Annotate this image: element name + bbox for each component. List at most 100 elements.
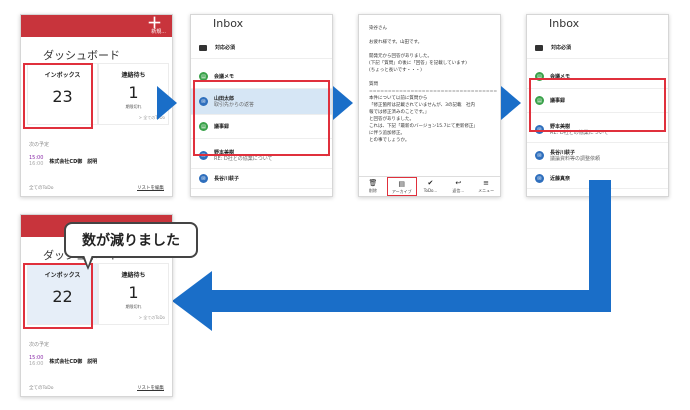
item-title: 会議メモ	[214, 73, 235, 80]
mail-toolbar: 🗑削除 ▤アーカイブ ✔ToDo... ↩返信... ≡メニュー	[359, 176, 500, 196]
item-title: 野本美樹	[550, 123, 571, 130]
folder-icon	[199, 44, 207, 51]
edit-list-link[interactable]: リストを編集	[137, 186, 164, 191]
mail-icon: ✉	[535, 174, 544, 183]
folder-label: 対応必須	[551, 44, 572, 51]
reply-button[interactable]: ↩返信...	[444, 177, 472, 196]
pending-card-label: 連絡待ち	[121, 272, 146, 279]
next-schedule-label: 次の予定	[29, 142, 50, 148]
callout-bubble: 数が減りました	[64, 222, 198, 258]
mail-icon: ✉	[535, 151, 544, 160]
edit-list-link[interactable]: リストを編集	[137, 386, 164, 391]
mail-icon: ✉	[199, 97, 208, 106]
note-icon: ▤	[199, 122, 208, 131]
step-arrow-1	[157, 86, 177, 120]
inbox-count: 22	[52, 287, 73, 306]
pending-card[interactable]: 連絡待ち 1 期限切れ > 全てのToDo	[98, 263, 169, 325]
todo-label: ToDo...	[423, 188, 438, 193]
inbox-title: Inbox	[213, 17, 244, 30]
item-title: 長谷川萩子	[550, 149, 576, 156]
event-title: 株式会社CD御 説明	[49, 358, 98, 365]
all-todo-link[interactable]: 全てのToDo	[29, 186, 54, 191]
list-item[interactable]: ✉ 長谷川萩子	[191, 169, 332, 189]
list-item[interactable]: ▤ 会議メモ	[191, 65, 332, 89]
list-item[interactable]: ▤ 議事録	[527, 89, 668, 113]
item-subtitle: RE: D社との協業について	[550, 129, 609, 136]
folder-row[interactable]: 対応必須	[527, 37, 668, 59]
add-button-label: 新規...	[151, 29, 166, 35]
dashboard-header-bar: ＋ 新規...	[21, 15, 172, 37]
return-arrow-vertical	[589, 180, 611, 312]
dashboard-footer: 全てのToDo リストを編集	[29, 385, 164, 391]
delete-label: 削除	[368, 188, 377, 193]
inbox-card[interactable]: インボックス 23	[27, 63, 98, 125]
check-icon: ✔	[427, 179, 434, 187]
item-subtitle: RE: D社との協業について	[214, 155, 273, 162]
summary-cards: インボックス 22 連絡待ち 1 期限切れ > 全てのToDo	[27, 263, 169, 325]
todo-button[interactable]: ✔ToDo...	[417, 177, 445, 196]
list-item[interactable]: ▤ 会議メモ	[527, 65, 668, 89]
next-schedule-label: 次の予定	[29, 342, 50, 348]
item-subtitle: 取引先からの返答	[214, 101, 255, 108]
folder-row[interactable]: 対応必須	[191, 37, 332, 59]
pending-sub: 期限切れ	[125, 104, 142, 109]
archive-button[interactable]: ▤アーカイブ	[386, 177, 417, 196]
item-title: 野本美樹	[214, 149, 235, 156]
item-title: 近藤真奈	[550, 175, 571, 182]
mail-icon: ✉	[199, 174, 208, 183]
event-title: 株式会社CD御 説明	[49, 158, 98, 165]
item-title: 議事録	[550, 97, 566, 104]
archive-icon: ▤	[398, 180, 405, 188]
step-arrow-2	[333, 86, 353, 120]
mail-icon: ✉	[535, 125, 544, 134]
folder-icon	[535, 44, 543, 51]
menu-button[interactable]: ≡メニュー	[472, 177, 500, 196]
page-title: ダッシュボード	[43, 49, 120, 62]
step-arrow-3	[501, 86, 521, 120]
item-title: 議事録	[214, 123, 230, 130]
pending-count: 1	[128, 283, 139, 302]
inbox-card[interactable]: インボックス 22	[27, 263, 98, 325]
archive-label: アーカイブ	[391, 189, 412, 194]
item-subtitle: 議論資料等の調整依頼	[550, 155, 601, 162]
event-start-time: 15:00	[29, 155, 44, 161]
reply-icon: ↩	[455, 179, 462, 187]
items-highlight-box	[193, 80, 330, 156]
all-todo-link[interactable]: 全てのToDo	[29, 386, 54, 391]
mail-screen: 染谷さん お疲れ様です。山田です。 開発元から回答がありました。 (下記「質問」…	[358, 14, 501, 197]
event-end-time: 16:00	[29, 361, 44, 367]
item-title: 会議メモ	[550, 73, 571, 80]
inbox-highlight-box	[23, 63, 93, 129]
note-icon: ▤	[535, 96, 544, 105]
callout-tail-inner	[84, 255, 92, 266]
event-end-time: 16:00	[29, 161, 44, 167]
list-item-selected[interactable]: ✉ 山田太郎取引先からの返答	[191, 89, 332, 115]
dashboard-screen-before: ＋ 新規... ダッシュボード インボックス 23 連絡待ち 1 期限切れ > …	[20, 14, 173, 197]
note-icon: ▤	[535, 72, 544, 81]
pending-card-label: 連絡待ち	[121, 72, 146, 79]
inbox-title: Inbox	[549, 17, 580, 30]
pending-foot: > 全てのToDo	[138, 315, 165, 320]
menu-label: メニュー	[478, 188, 495, 193]
pending-count: 1	[128, 83, 139, 102]
menu-icon: ≡	[483, 179, 490, 187]
inbox-card-label: インボックス	[44, 272, 81, 279]
delete-button[interactable]: 🗑削除	[359, 177, 387, 196]
inbox-highlight-box	[23, 263, 93, 329]
pending-sub: 期限切れ	[125, 304, 142, 309]
inbox-count: 23	[52, 87, 73, 106]
item-title: 山田太郎	[214, 95, 235, 102]
dashboard-footer: 全てのToDo リストを編集	[29, 185, 164, 191]
list-item[interactable]: ✉ 長谷川萩子議論資料等の調整依頼	[527, 143, 668, 169]
list-item[interactable]: ▤ 議事録	[191, 115, 332, 139]
items-highlight-box	[529, 78, 666, 132]
trash-icon: 🗑	[368, 179, 378, 187]
inbox-screen-before: Inbox 対応必須 ▤ 会議メモ ✉ 山田太郎取引先からの返答 ▤ 議事録 ✉…	[190, 14, 333, 197]
reply-label: 返信...	[452, 188, 465, 193]
mail-body: 染谷さん お疲れ様です。山田です。 開発元から回答がありました。 (下記「質問」…	[369, 26, 498, 143]
add-button[interactable]: ＋	[146, 14, 162, 32]
